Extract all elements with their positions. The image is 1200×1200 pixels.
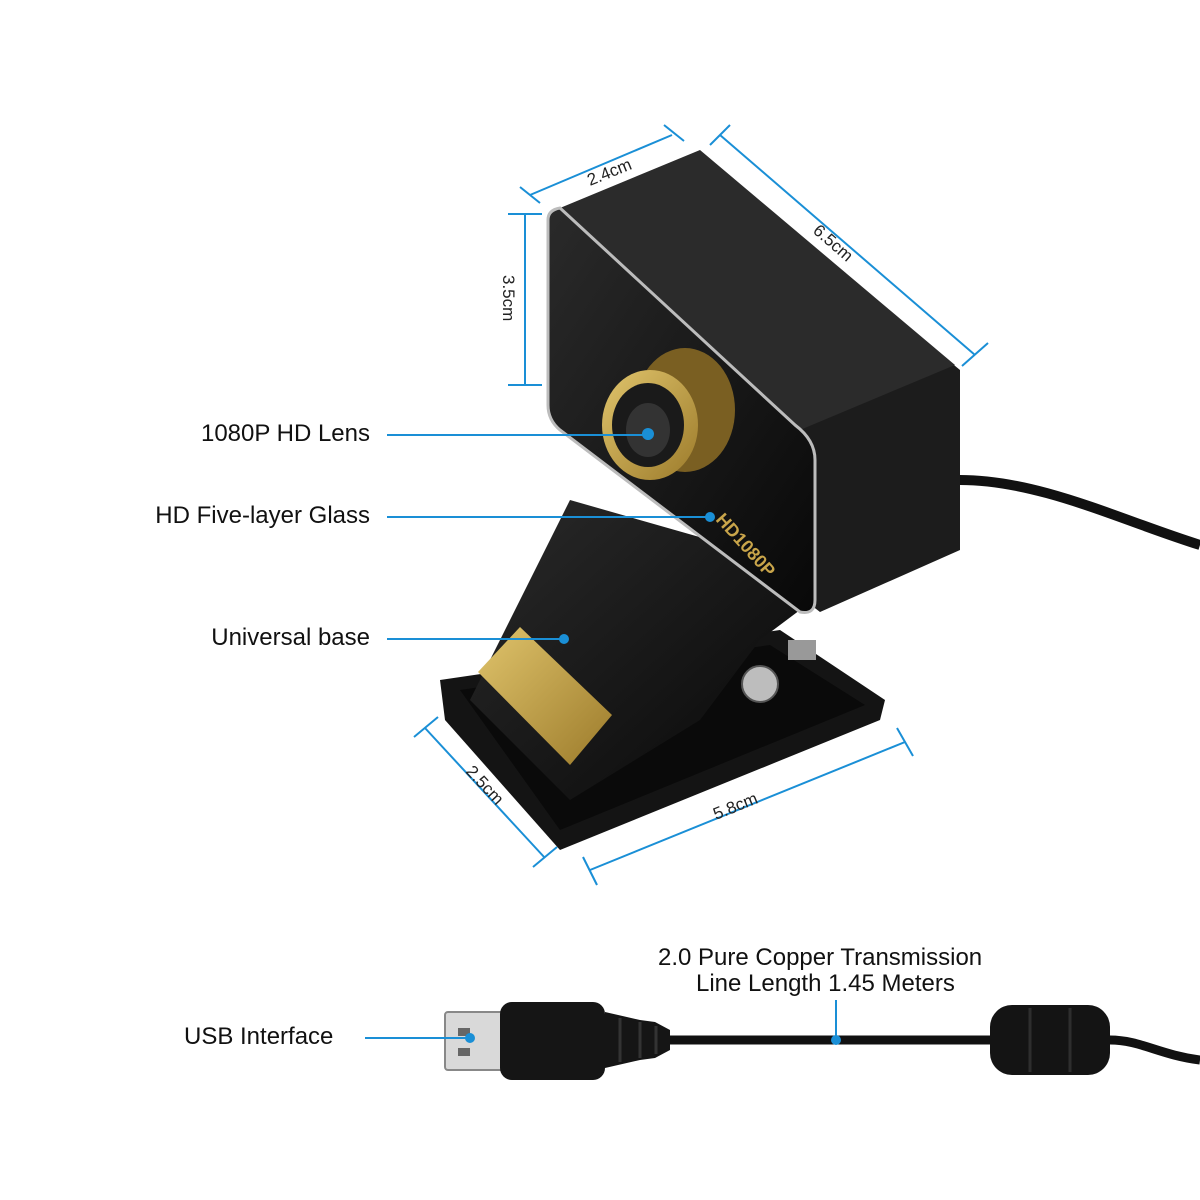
callout-cable-line2: Line Length 1.45 Meters [696, 970, 955, 997]
usb-plug [444, 1002, 670, 1080]
callout-base: Universal base [211, 624, 370, 651]
dim-height: 3.5cm [499, 275, 518, 321]
callout-cable-line1: 2.0 Pure Copper Transmission [658, 944, 983, 971]
callout-leaders [365, 434, 837, 1040]
callout-dots [465, 430, 841, 1045]
callout-glass: HD Five-layer Glass [155, 502, 370, 529]
dim-base-width: 5.8cm [710, 789, 760, 824]
universal-base [440, 500, 885, 850]
hinge-screw [741, 665, 779, 703]
callout-usb: USB Interface [184, 1023, 334, 1050]
usb-cable-tail [1109, 1035, 1200, 1065]
ferrite-core [990, 1005, 1110, 1075]
camera-cable [959, 475, 1200, 550]
gold-plate [478, 627, 612, 765]
callout-lens: 1080P HD Lens [200, 420, 370, 447]
dimension-lines [413, 124, 989, 886]
